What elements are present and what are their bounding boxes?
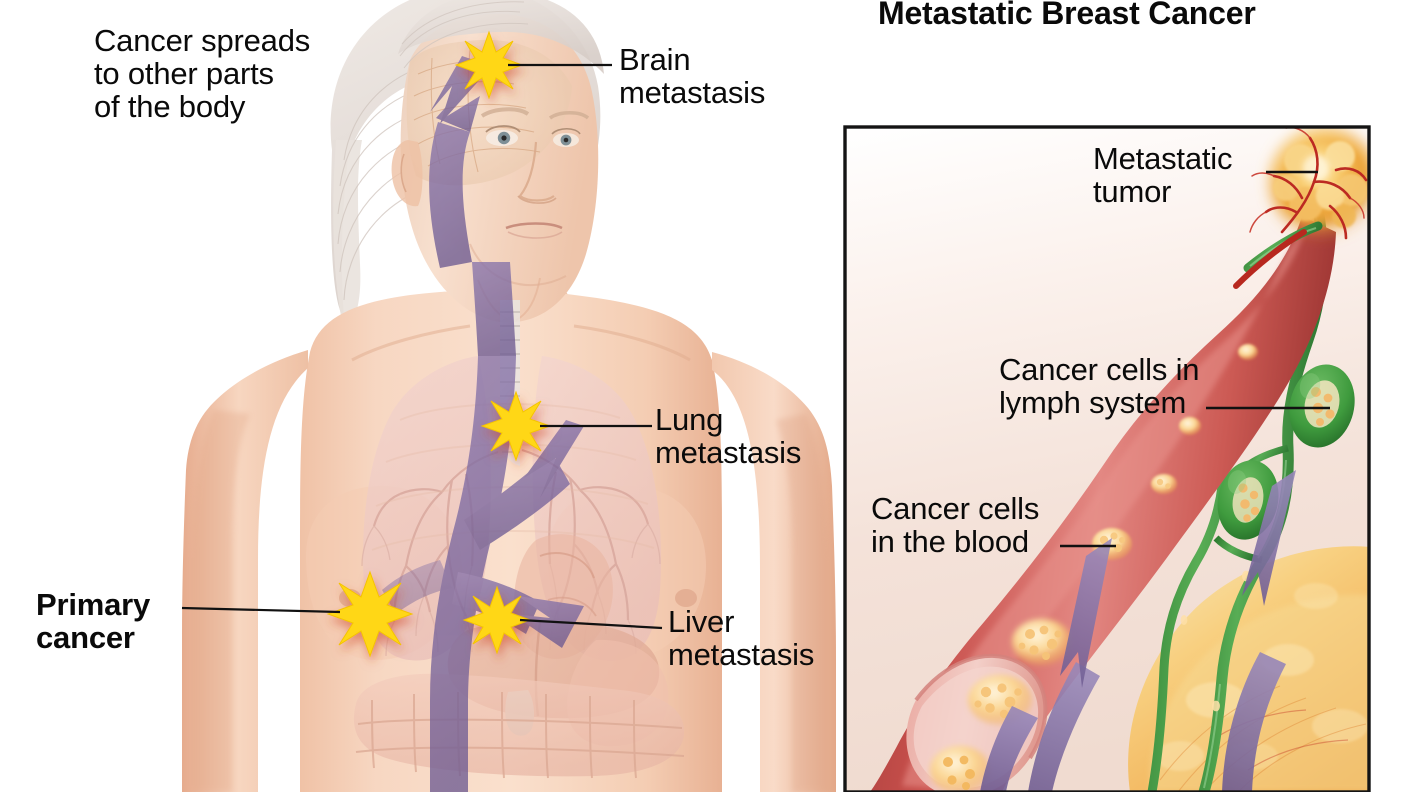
inset-border bbox=[843, 125, 1371, 792]
brain-metastasis-star bbox=[454, 30, 524, 100]
body-illustration bbox=[181, 0, 836, 792]
brain-metastasis-label: Brain metastasis bbox=[619, 42, 766, 111]
inset-panel bbox=[843, 125, 1371, 792]
star-markers bbox=[326, 30, 552, 658]
metastatic-tumor bbox=[1233, 127, 1369, 289]
leader-lines-inset bbox=[1060, 170, 1330, 548]
metastatic-tumor-label: Metastatic tumor bbox=[1093, 141, 1233, 210]
figure-title: Metastatic Breast Cancer bbox=[878, 0, 1256, 31]
liver-metastasis-star bbox=[462, 585, 532, 655]
blood-cells-label: Cancer cells in the blood bbox=[871, 491, 1040, 560]
primary-cancer-label: Primary cancer bbox=[36, 587, 151, 656]
liver-metastasis-label: Liver metastasis bbox=[668, 604, 815, 673]
lung-metastasis-star bbox=[480, 390, 552, 462]
primary-cancer-star bbox=[326, 570, 414, 658]
leader-lines-body bbox=[181, 63, 663, 630]
lung-metastasis-label: Lung metastasis bbox=[655, 402, 802, 471]
leader-liver bbox=[519, 618, 663, 630]
lymph-cells-label: Cancer cells in lymph system bbox=[999, 352, 1200, 421]
leader-primary bbox=[181, 606, 341, 614]
lymph-node-upper bbox=[1289, 364, 1355, 448]
blood-cancer-cells bbox=[930, 344, 1258, 792]
inset-arrows bbox=[980, 470, 1296, 792]
intro-note: Cancer spreads to other parts of the bod… bbox=[94, 23, 311, 125]
